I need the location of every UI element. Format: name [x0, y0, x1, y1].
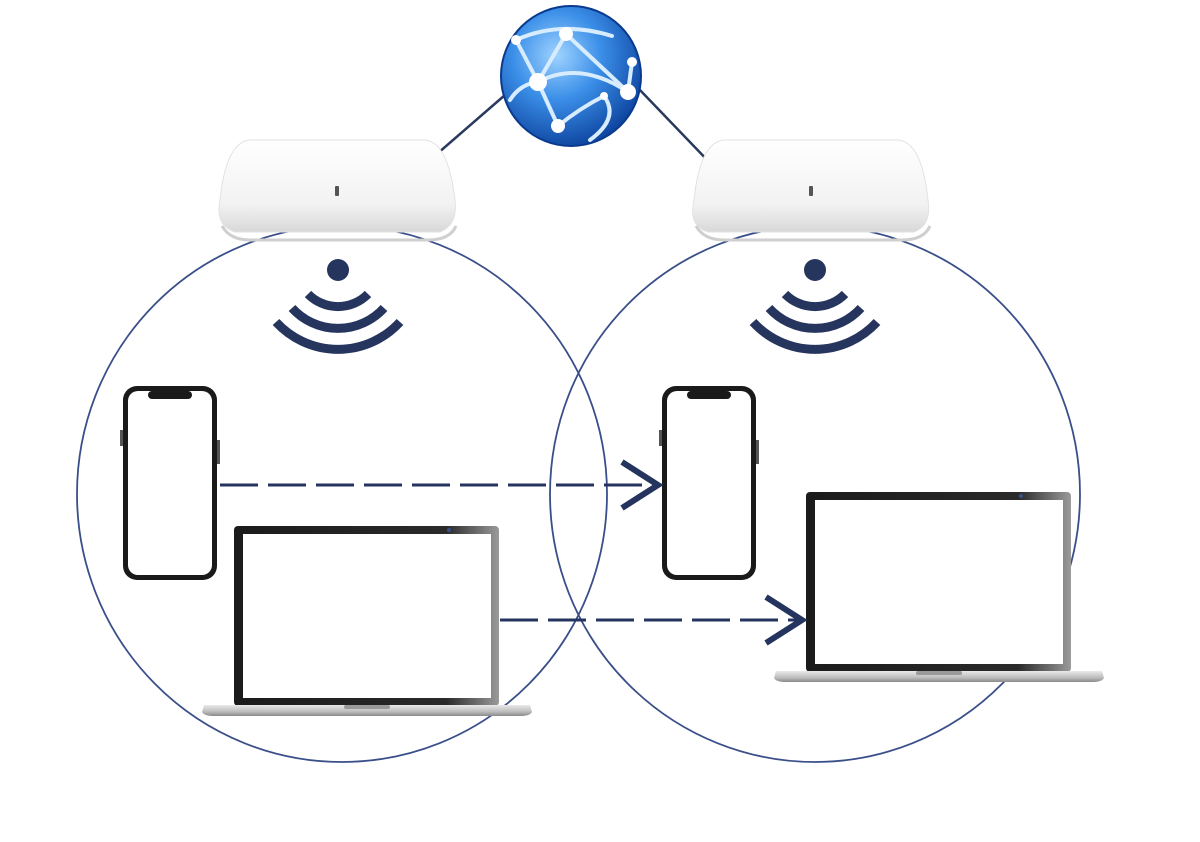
laptop-left: [202, 526, 532, 716]
phone-right: [659, 386, 759, 580]
globe-network-icon: [500, 5, 642, 147]
wifi-signal-icon: [272, 259, 404, 354]
smartphone-icon: [659, 386, 759, 580]
link-line-right: [637, 87, 713, 166]
ceiling-access-point-icon: [218, 139, 458, 242]
laptop-icon: [202, 526, 532, 716]
ceiling-access-point-icon: [692, 139, 932, 242]
link-line-left: [429, 94, 506, 161]
access-point-left: [218, 139, 458, 242]
smartphone-icon: [120, 386, 220, 580]
access-point-right: [692, 139, 932, 242]
phone-left: [120, 386, 220, 580]
wifi-signal-icon: [749, 259, 881, 354]
laptop-right: [774, 492, 1104, 682]
roam-arrow-phone: [220, 459, 664, 511]
roam-arrow-laptop: [500, 594, 808, 646]
laptop-icon: [774, 492, 1104, 682]
